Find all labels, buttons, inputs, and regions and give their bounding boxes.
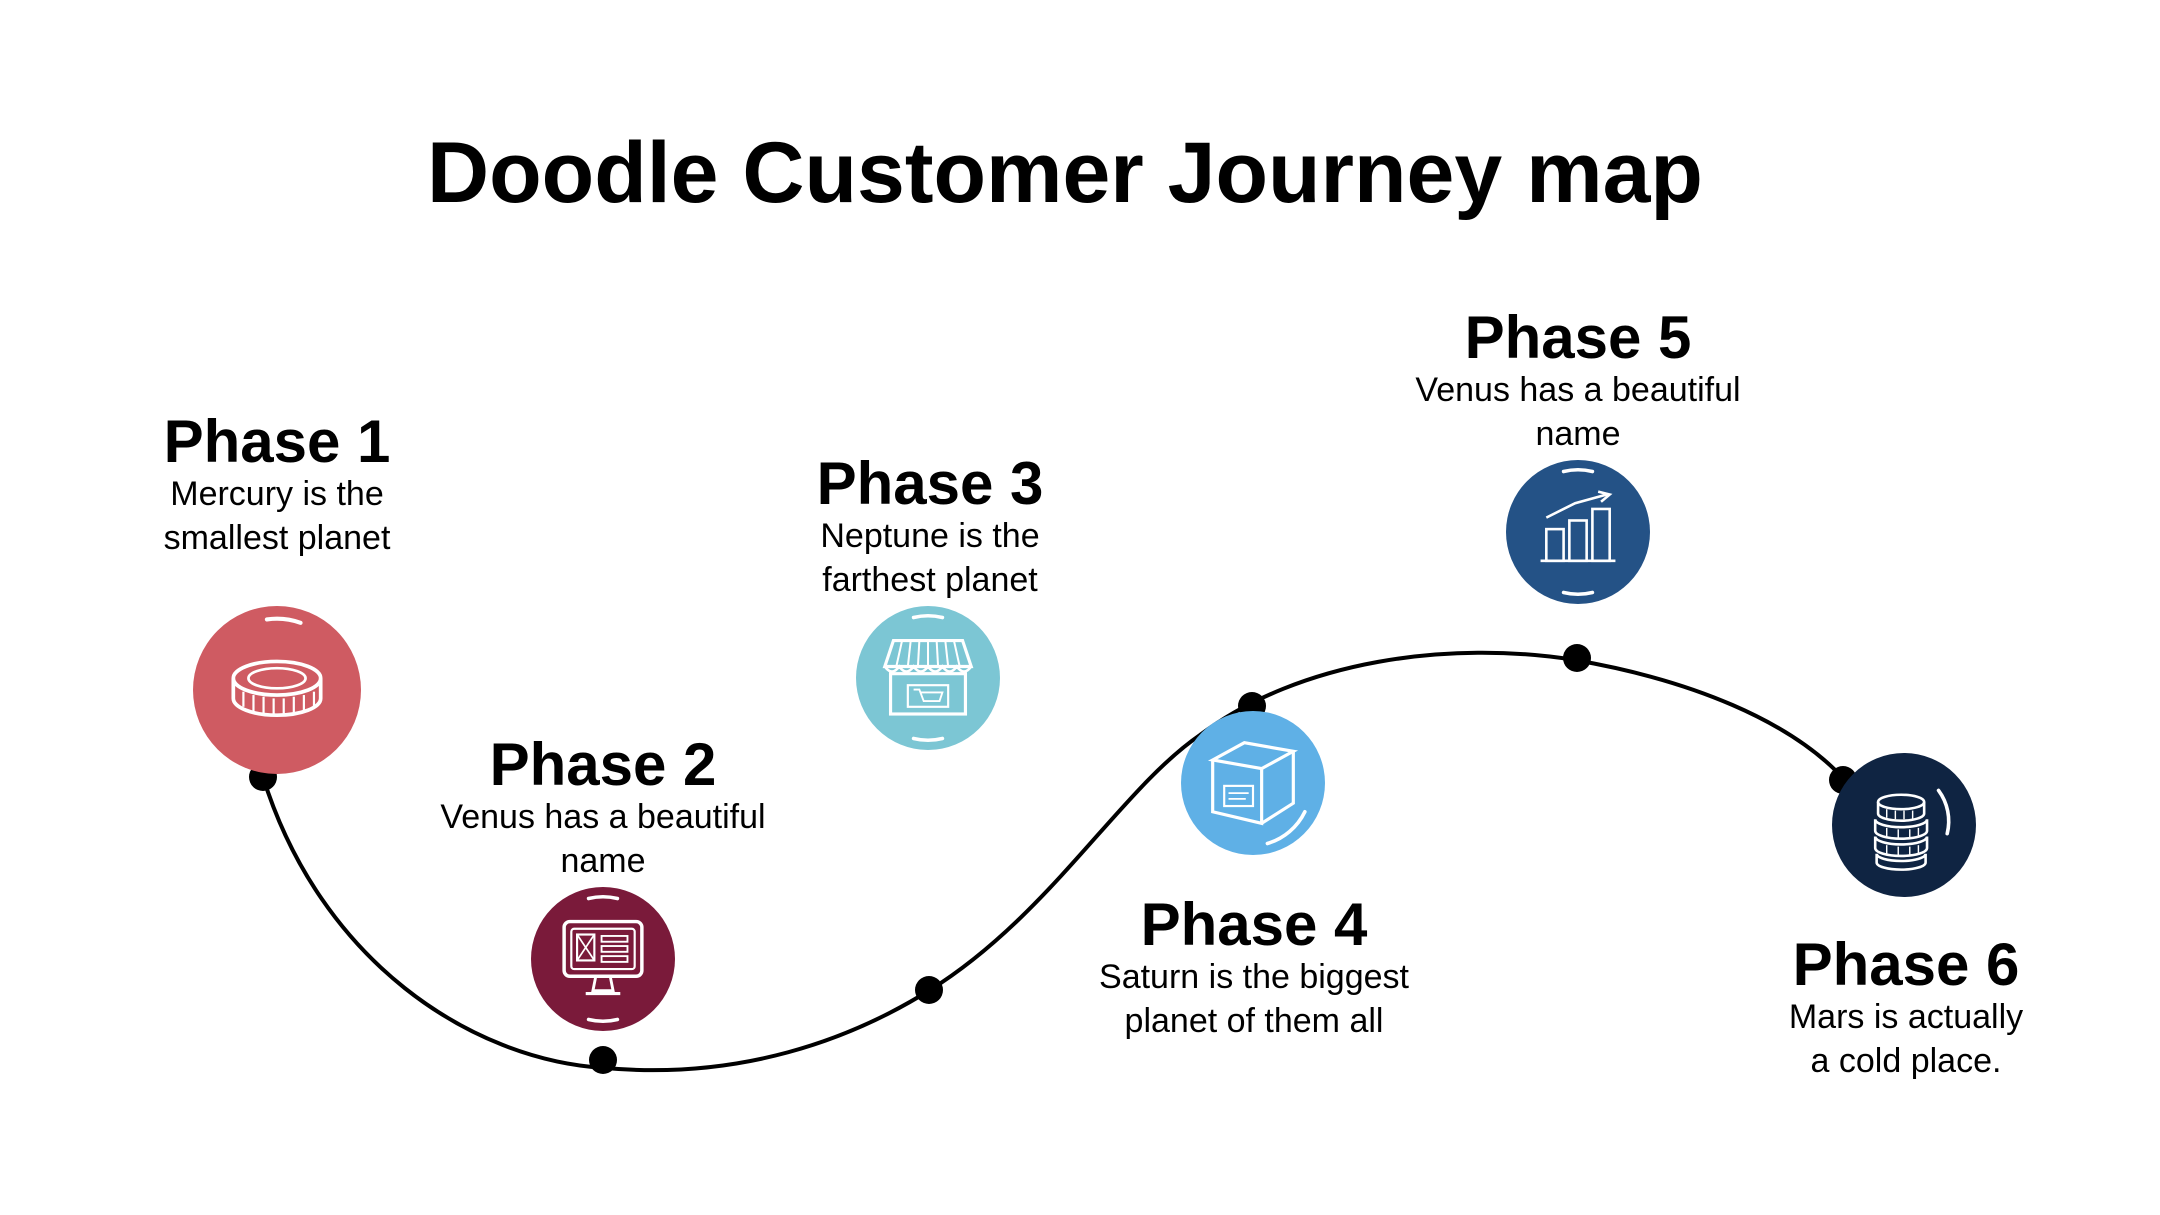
- phase-3: Phase 3 Neptune is the farthest planet: [700, 454, 1160, 602]
- phase-description: Mercury is the smallest planet: [163, 475, 391, 557]
- coin-stack-icon: [1832, 753, 1976, 897]
- phase-3-icon-circle: [856, 606, 1000, 750]
- phase-5: Phase 5 Venus has a beautiful name: [1348, 308, 1808, 456]
- phase-label: Phase 5: [1464, 304, 1692, 371]
- phase-description: Venus has a beautiful name: [1415, 371, 1741, 453]
- phase-description: Mars is actually a cold place.: [1788, 998, 2024, 1080]
- phase-label: Phase 3: [816, 450, 1044, 517]
- shop-storefront-icon: [856, 606, 1000, 750]
- package-box-icon: [1181, 711, 1325, 855]
- path-dot: [1563, 644, 1591, 672]
- phase-2-icon-circle: [531, 887, 675, 1031]
- phase-1-icon-circle: [193, 606, 361, 774]
- phase-4: Phase 4 Saturn is the biggest planet of …: [1024, 895, 1484, 1043]
- phase-label: Phase 2: [489, 731, 717, 798]
- coin-icon: [193, 606, 361, 774]
- phase-description: Saturn is the biggest planet of them all: [1099, 958, 1409, 1040]
- path-dot: [915, 976, 943, 1004]
- phase-label: Phase 1: [163, 408, 391, 475]
- phase-6-icon-circle: [1832, 753, 1976, 897]
- phase-1: Phase 1 Mercury is the smallest planet: [47, 412, 507, 560]
- phase-description: Neptune is the farthest planet: [820, 517, 1040, 599]
- phase-2: Phase 2 Venus has a beautiful name: [373, 735, 833, 883]
- computer-monitor-icon: [531, 887, 675, 1031]
- phase-label: Phase 6: [1792, 931, 2020, 998]
- page-title: Doodle Customer Journey map: [427, 125, 1703, 221]
- phase-6: Phase 6 Mars is actually a cold place.: [1676, 935, 2136, 1083]
- phase-label: Phase 4: [1140, 891, 1368, 958]
- phase-description: Venus has a beautiful name: [440, 798, 766, 880]
- bar-chart-icon: [1506, 460, 1650, 604]
- phase-5-icon-circle: [1506, 460, 1650, 604]
- path-dot: [589, 1046, 617, 1074]
- phase-4-icon-circle: [1181, 711, 1325, 855]
